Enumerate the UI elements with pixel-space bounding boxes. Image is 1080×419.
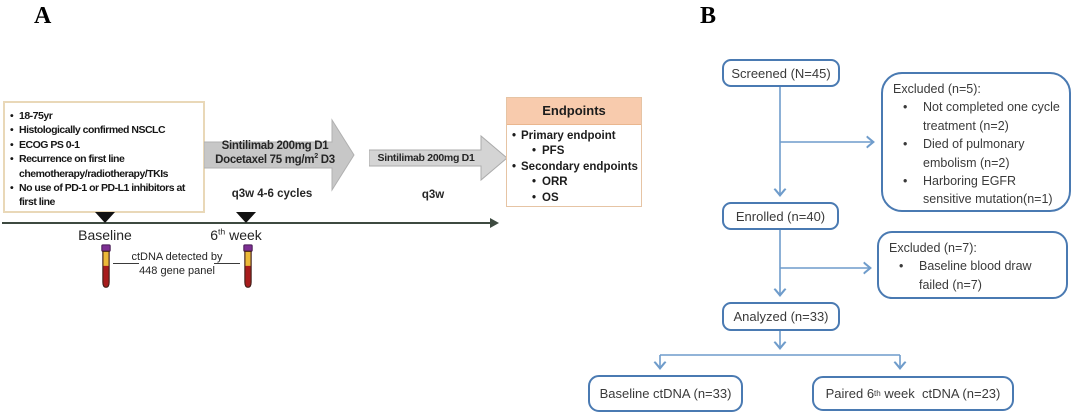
timeline-axis <box>2 222 491 224</box>
endpoints-header: Endpoints <box>507 98 641 125</box>
eligibility-item: ECOG PS 0-1 <box>10 138 201 153</box>
maintenance-schedule-label: q3w <box>421 189 445 201</box>
maintenance-block-arrow-icon <box>369 134 508 182</box>
treatment-block-arrow-icon <box>204 118 355 192</box>
timeline-arrowhead-icon <box>490 218 499 228</box>
treatment-schedule-label: q3w 4-6 cycles <box>231 188 313 200</box>
primary-endpoint-label: Primary endpoint <box>508 129 640 145</box>
week6-marker-icon <box>236 212 256 223</box>
note-connector-line <box>214 263 240 265</box>
note-connector-line <box>113 263 139 265</box>
baseline-ctdna-box: Baseline ctDNA (n=33) <box>588 375 743 412</box>
excluded-5-item: Not completed one cycle treatment (n=2) <box>893 98 1065 135</box>
excluded-5-box: Excluded (n=5): Not completed one cycle … <box>881 72 1071 212</box>
baseline-label: Baseline <box>78 227 132 243</box>
endpoint-item: PFS <box>508 144 640 160</box>
screened-box: Screened (N=45) <box>722 59 840 87</box>
analyzed-box: Analyzed (n=33) <box>722 302 840 331</box>
excluded-5-item: Died of pulmonary embolism (n=2) <box>893 135 1065 172</box>
week6-label: 6th week <box>210 226 262 243</box>
secondary-endpoint-label: Secondary endpoints <box>508 160 640 176</box>
maintenance-arrow-label: Sintilimab 200mg D1 <box>377 152 475 164</box>
enrolled-box: Enrolled (n=40) <box>722 202 839 230</box>
blood-tube-icon <box>101 244 111 288</box>
eligibility-item: 18-75yr <box>10 109 201 124</box>
endpoints-box: Endpoints Primary endpoint PFS Secondary… <box>506 97 642 207</box>
eligibility-item: No use of PD-1 or PD-L1 inhibitors at fi… <box>10 181 201 210</box>
treatment-arrow-label: Sintilimab 200mg D1 Docetaxel 75 mg/m2 D… <box>215 140 335 166</box>
endpoint-item: OS <box>508 191 640 207</box>
eligibility-item: Recurrence on first line chemotherapy/ra… <box>10 152 201 181</box>
excluded-5-item: Harboring EGFR sensitive mutation(n=1) <box>893 172 1065 209</box>
ctdna-note: ctDNA detected by 448 gene panel <box>131 251 223 277</box>
panel-b-label: B <box>700 3 717 29</box>
excluded-7-item: Baseline blood draw failed (n=7) <box>889 257 1062 294</box>
excluded-5-title: Excluded (n=5): <box>893 82 981 96</box>
baseline-marker-icon <box>95 212 115 223</box>
excluded-7-title: Excluded (n=7): <box>889 241 977 255</box>
eligibility-item: Histologically confirmed NSCLC <box>10 123 201 138</box>
blood-tube-icon <box>243 244 253 288</box>
endpoint-item: ORR <box>508 175 640 191</box>
panel-a-label: A <box>34 3 52 29</box>
excluded-7-box: Excluded (n=7): Baseline blood draw fail… <box>877 231 1068 299</box>
